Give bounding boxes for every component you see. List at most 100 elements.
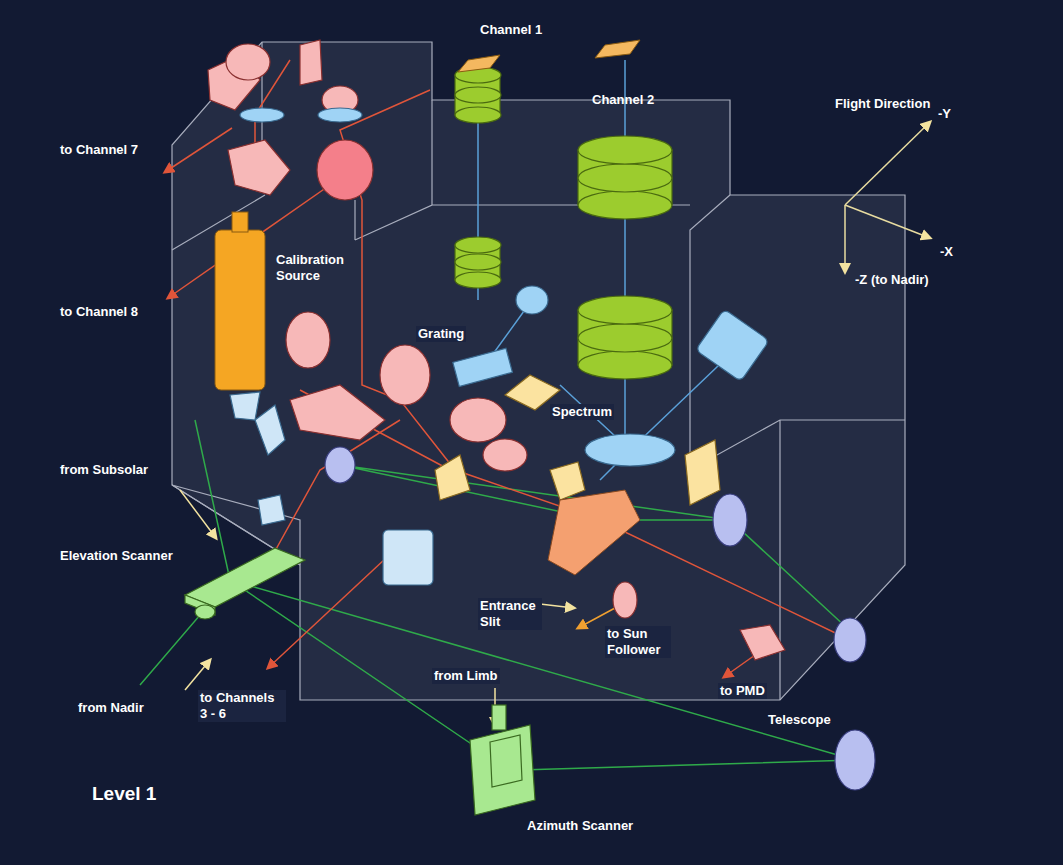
yellow-prisms xyxy=(435,375,720,505)
input-arrows-part xyxy=(180,490,216,538)
beam-label: from Subsolar xyxy=(60,462,148,478)
blue-discs-part xyxy=(230,392,260,420)
part-label: Grating xyxy=(416,326,466,342)
blue-discs-part xyxy=(258,495,285,525)
focal-plates-part xyxy=(595,40,640,58)
red-beams xyxy=(165,60,850,677)
pink-optics-part xyxy=(450,398,506,442)
elevation-scanner-part xyxy=(185,548,305,607)
pink-optics-part xyxy=(228,140,290,195)
beam-label: to Channel 7 xyxy=(60,142,138,158)
detector-stacks-part xyxy=(578,164,672,192)
yellow-prisms-part xyxy=(685,440,720,505)
blue-discs-part xyxy=(585,434,675,466)
detector-stacks-part xyxy=(578,191,672,219)
beam-label: to Sun Follower xyxy=(605,626,671,658)
detector-stacks-part xyxy=(455,237,501,253)
input-arrows-part xyxy=(540,604,574,608)
part-label: Entrance Slit xyxy=(478,598,542,630)
part-label: Spectrum xyxy=(550,404,614,420)
pink-optics-part xyxy=(740,625,785,660)
purple-mirrors-part xyxy=(325,447,355,483)
channel-label: Channel 1 xyxy=(480,22,542,38)
beam-label: to PMD xyxy=(718,683,767,699)
focal-plates xyxy=(458,40,640,72)
detector-stacks-part xyxy=(578,324,672,352)
predisperser-prism xyxy=(548,490,640,575)
part-label: Telescope xyxy=(768,712,831,728)
detector-stacks-part xyxy=(578,136,672,164)
pink-optics-part xyxy=(483,439,527,471)
detector-stacks-part xyxy=(578,351,672,379)
calibration-lamp xyxy=(215,230,265,390)
axes xyxy=(845,122,930,272)
channel-label: Channel 2 xyxy=(592,92,654,108)
blue-beams-part xyxy=(478,60,740,480)
blue-discs-part xyxy=(383,530,433,585)
green-beams xyxy=(140,420,860,770)
blue-beams xyxy=(478,60,740,480)
beam-label: from Limb xyxy=(432,668,500,684)
detector-stacks-part xyxy=(455,272,501,288)
level-label: Level 1 xyxy=(92,782,156,805)
part-label: Calibration Source xyxy=(276,252,352,284)
purple-mirrors-part xyxy=(713,494,747,546)
pink-optics-part xyxy=(380,345,430,405)
purple-mirrors-part xyxy=(834,618,866,662)
blue-discs-part xyxy=(318,108,362,122)
axis-label: -Y xyxy=(938,106,951,122)
beam-label: to Channels 3 - 6 xyxy=(198,690,286,722)
focal-plates-part xyxy=(458,55,500,72)
beam-label: from Nadir xyxy=(78,700,144,716)
housing-part xyxy=(172,42,905,700)
detector-stacks-part xyxy=(455,87,501,103)
pink-optics-part xyxy=(300,40,322,85)
sun-follower-arrow xyxy=(578,608,615,628)
pink-optics xyxy=(208,40,785,660)
pink-optics-part xyxy=(317,140,373,200)
axis-label: Flight Direction xyxy=(835,96,930,112)
blue-discs-part xyxy=(255,405,285,455)
axes-part xyxy=(845,205,930,238)
axes-part xyxy=(845,122,930,205)
calibration-lamp-cap xyxy=(232,212,248,232)
input-arrows-part xyxy=(185,660,210,690)
azimuth-scanner-part xyxy=(492,705,506,730)
elevation-scanner xyxy=(185,548,305,619)
detector-stacks xyxy=(455,67,672,379)
input-arrows xyxy=(180,490,574,726)
pink-optics-part xyxy=(286,312,330,368)
red-beams-part xyxy=(724,655,755,677)
detector-stacks-part xyxy=(455,107,501,123)
elevation-scanner-part xyxy=(195,605,215,619)
blue-discs-part xyxy=(516,286,548,314)
housing xyxy=(172,42,905,700)
detector-stacks-part xyxy=(578,296,672,324)
pink-optics-part xyxy=(226,44,270,80)
blue-discs-part xyxy=(453,348,513,386)
pink-optics-part xyxy=(290,385,385,440)
red-beams-part xyxy=(255,60,850,640)
part-label: Azimuth Scanner xyxy=(527,818,633,834)
purple-mirrors-part xyxy=(835,730,875,790)
azimuth-scanner xyxy=(470,705,535,815)
blue-discs-part xyxy=(696,309,770,382)
axis-label: -Z (to Nadir) xyxy=(855,272,929,288)
green-beams-part xyxy=(140,420,860,770)
azimuth-scanner-part xyxy=(470,725,535,815)
pink-optics-part xyxy=(613,582,637,618)
blue-discs xyxy=(230,108,769,585)
purple-mirrors xyxy=(325,447,875,790)
azimuth-scanner-part xyxy=(490,735,522,787)
axes-part xyxy=(844,205,846,272)
part-label: Elevation Scanner xyxy=(60,548,173,564)
detector-stacks-part xyxy=(455,254,501,270)
beam-label: to Channel 8 xyxy=(60,304,138,320)
red-beams-part xyxy=(165,128,232,172)
housing-part xyxy=(172,42,905,700)
yellow-prisms-part xyxy=(435,455,470,500)
yellow-prisms-part xyxy=(550,462,585,500)
axis-label: -X xyxy=(940,244,953,260)
